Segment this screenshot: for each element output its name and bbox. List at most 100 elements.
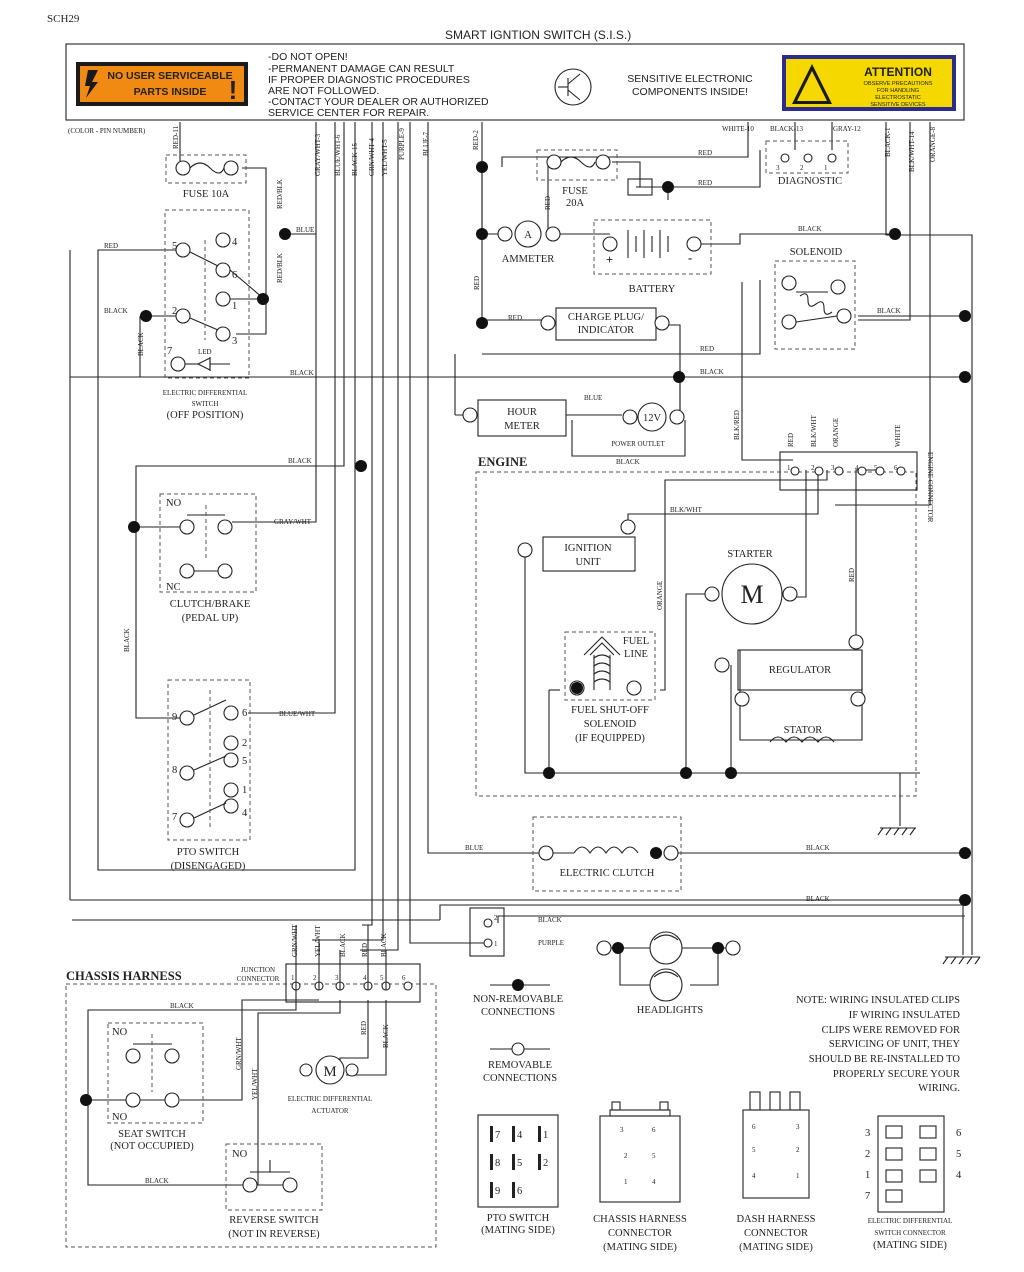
svg-text:6: 6 — [242, 708, 247, 719]
wire-label: BLACK — [616, 458, 640, 466]
svg-text:1: 1 — [232, 301, 237, 312]
pto-switch-label: PTO SWITCH — [177, 847, 240, 858]
wire-label: BLK/WHT — [810, 414, 818, 447]
svg-text:8: 8 — [495, 1158, 500, 1169]
svg-text:4: 4 — [652, 1178, 656, 1186]
pin-label: BLUE-7 — [422, 131, 430, 156]
legend-label: CONNECTIONS — [483, 1073, 557, 1084]
splice-node — [571, 682, 583, 694]
wire-label: RED — [473, 276, 481, 290]
wire-label: GRN/WHT — [291, 924, 299, 957]
junction-label: CONNECTOR — [237, 975, 280, 983]
regulator: REGULATOR — [714, 634, 866, 707]
note-line: WIRING. — [918, 1083, 960, 1094]
fuel-solenoid-label: SOLENOID — [584, 719, 637, 730]
wire-label: RED — [360, 1021, 368, 1035]
svg-text:1: 1 — [824, 164, 828, 172]
sis-warnings: -DO NOT OPEN! -PERMANENT DAMAGE CAN RESU… — [268, 51, 489, 119]
pin-label: BLUE/WHT-6 — [334, 134, 342, 176]
reverse-switch-label: (NOT IN REVERSE) — [228, 1229, 320, 1240]
splice-node — [476, 228, 488, 240]
clutch-brake-switch: NO NC CLUTCH/BRAKE (PEDAL UP) — [136, 493, 257, 624]
wire-label: RED — [361, 943, 369, 957]
svg-text:3: 3 — [620, 1126, 624, 1134]
svg-text:4: 4 — [956, 1170, 962, 1181]
connector-label: CONNECTOR — [608, 1228, 672, 1239]
svg-text:5: 5 — [956, 1149, 961, 1160]
stator: STATOR — [769, 725, 835, 743]
dash-2pin-connector: 21 — [469, 907, 505, 957]
pin-label: GRAY/WHT-3 — [314, 133, 322, 176]
svg-text:-: - — [688, 251, 692, 265]
sensitive-line2: COMPONENTS INSIDE! — [632, 86, 748, 98]
headlights: HEADLIGHTS — [596, 931, 741, 1016]
warning-line: -CONTACT YOUR DEALER OR AUTHORIZED — [268, 96, 489, 108]
splice-node — [680, 767, 692, 779]
nc-label: NC — [166, 582, 181, 593]
pin-label: PURPLE-9 — [398, 128, 406, 160]
electric-clutch: ELECTRIC CLUTCH — [532, 816, 682, 892]
reverse-switch: NO REVERSE SWITCH (NOT IN REVERSE) — [225, 1143, 323, 1240]
wire-label: ORANGE — [832, 418, 840, 447]
wire-label: BLACK — [137, 332, 145, 356]
fuse-10a-label: FUSE 10A — [183, 189, 230, 200]
svg-text:2: 2 — [796, 1146, 800, 1154]
clutch-brake-label: CLUTCH/BRAKE — [170, 599, 251, 610]
wire-label: RED/BLK — [276, 253, 284, 283]
splice-node — [355, 460, 367, 472]
connector-label: (MATING SIDE) — [739, 1242, 813, 1253]
svg-text:1: 1 — [787, 464, 791, 472]
svg-text:1: 1 — [494, 940, 498, 948]
svg-text:7: 7 — [172, 812, 177, 823]
splice-node — [612, 942, 624, 954]
svg-text:2: 2 — [865, 1149, 870, 1160]
wire-label: BLACK — [104, 307, 128, 315]
junction-label: JUNCTION — [241, 966, 275, 974]
power-outlet-symbol: 12V — [643, 413, 662, 424]
wire-label: BLACK — [538, 916, 562, 924]
connector-label: CONNECTOR — [744, 1228, 808, 1239]
wire-label: GRN/WHT — [235, 1037, 243, 1070]
no-label: NO — [232, 1149, 248, 1160]
seat-switch: NO NO SEAT SWITCH (NOT OCCUPIED) — [88, 1022, 204, 1152]
power-outlet-12v: 12V POWER OUTLET — [611, 402, 685, 448]
engine-connector-label: ENGINE CONNECTOR — [926, 452, 934, 523]
svg-text:1: 1 — [291, 974, 295, 982]
svg-text:3: 3 — [335, 974, 339, 982]
attention-line: SENSITIVE DEVICES — [870, 102, 926, 108]
pto-mating-connector: 7 4 1 8 5 2 9 6 PTO SWITCH (MATING SIDE) — [477, 1114, 559, 1236]
svg-text:2: 2 — [172, 306, 177, 317]
svg-text:1: 1 — [543, 1130, 548, 1141]
wire-label: BLACK — [806, 844, 830, 852]
starter-motor: STARTER M — [704, 549, 798, 625]
battery-label: BATTERY — [629, 284, 676, 295]
svg-text:9: 9 — [172, 712, 177, 723]
sis-panel: NO USER SERVICEABLE PARTS INSIDE ! -DO N… — [65, 43, 965, 121]
wire-label: RED — [698, 179, 712, 187]
exclamation-icon: ! — [229, 75, 238, 105]
svg-text:5: 5 — [172, 241, 177, 252]
led-icon — [196, 357, 211, 371]
warning-line: -PERMANENT DAMAGE CAN RESULT — [268, 63, 455, 75]
svg-text:7: 7 — [167, 346, 172, 357]
wire-label: RED — [700, 345, 714, 353]
starter-solenoid: SOLENOID — [774, 247, 856, 350]
svg-text:5: 5 — [517, 1158, 522, 1169]
fuel-solenoid-label: FUEL SHUT-OFF — [571, 705, 649, 716]
wire-label: BLACK — [170, 1002, 194, 1010]
junction-connector — [285, 963, 421, 1003]
fuse-20a-label: 20A — [566, 198, 585, 209]
wire-label: RED — [508, 314, 522, 322]
splice-node — [662, 181, 674, 193]
svg-text:4: 4 — [752, 1172, 756, 1180]
no-label: NO — [112, 1027, 128, 1038]
badge-line1: NO USER SERVICEABLE — [107, 70, 232, 82]
wire-label: RED/BLK — [276, 179, 284, 209]
ammeter-symbol: A — [524, 230, 532, 241]
svg-text:6: 6 — [894, 464, 898, 472]
svg-text:2: 2 — [624, 1152, 628, 1160]
